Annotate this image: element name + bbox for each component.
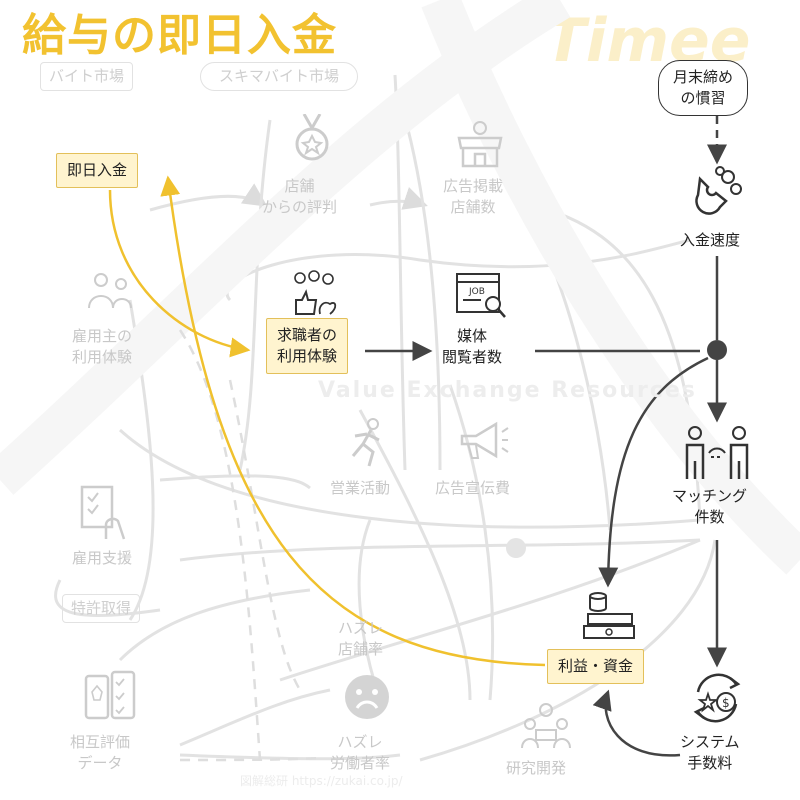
active-junction [707,340,727,360]
shop-icon [457,121,503,168]
faded-junction [506,538,526,558]
megaphone-icon [460,421,509,459]
node-nyukin-sokudo: 入金速度 [680,231,741,249]
svg-text:$: $ [722,696,730,710]
node-tokkyo-shutoku: 特許取得 [62,594,141,623]
reactions-icon [294,270,337,315]
node-kyushokusha-taiken: 求職者の 利用体験 [266,318,349,374]
svg-text:JOB: JOB [468,287,485,297]
market-pill-sukima: スキマバイト市場 [200,62,359,91]
fee-cycle-icon: $ [693,673,741,723]
edge-sokujitsu-kyushokusha [108,189,251,358]
node-matching-kensu: マッチング 件数 [672,487,748,526]
edge-rieki-sokujitsu [160,175,546,667]
node-system-tesuryo: システム 手数料 [680,733,740,772]
node-koyou-shien: 雇用支援 [72,549,133,567]
node-baitai-eturansha: 媒体 閲覧者数 [442,327,503,366]
checklist-icon [80,485,126,540]
sad-face-icon [345,675,389,719]
medal-icon [295,114,329,161]
node-koyounushi-taiken: 雇用主の 利用体験 [72,327,133,366]
node-sokujitsu-nyukin: 即日入金 [56,153,139,188]
node-rieki-shikin: 利益・資金 [547,649,645,684]
handshake-icon [685,426,749,479]
research-team-icon [521,703,571,749]
page-title: 給与の即日入金 [22,10,337,61]
node-koukoku-tenpo: 広告掲載 店舗数 [443,177,504,216]
node-tenpo-hyoban: 店舗 からの評判 [262,177,338,216]
runner-icon [351,418,380,467]
node-koukoku-senden-hi: 広告宣伝費 [435,479,511,497]
edge-system-rieki [592,689,681,757]
node-getsumatsu-kanshu: 月末締め の慣習 [658,60,749,116]
center-watermark: Value Exchange Resources [318,378,697,403]
money-stack-icon [583,592,635,639]
job-listing-icon: JOB [456,273,506,318]
faded-dashed-edges [178,329,321,762]
faded-edges [54,74,717,762]
market-pill-baito: バイト市場 [40,62,134,91]
magnet-coins-icon [695,166,742,215]
active-edges [365,116,727,757]
edge-junction-rieki [598,356,709,588]
users-icon [88,273,132,309]
node-hazure-roudousha-ritsu: ハズレ 労働者率 [330,733,391,772]
phone-checklist-icon [84,670,136,720]
node-kenkyu-kaihatsu: 研究開発 [506,759,567,777]
highlight-edges [108,175,546,667]
node-sougo-hyouka: 相互評価 データ [70,733,131,772]
node-hazure-tenpo-ritsu: ハズレ 店舗率 [338,619,384,658]
bottom-watermark: 図解総研 https://zukai.co.jp/ [240,774,403,788]
node-eigyo-katsudo: 営業活動 [330,479,391,497]
